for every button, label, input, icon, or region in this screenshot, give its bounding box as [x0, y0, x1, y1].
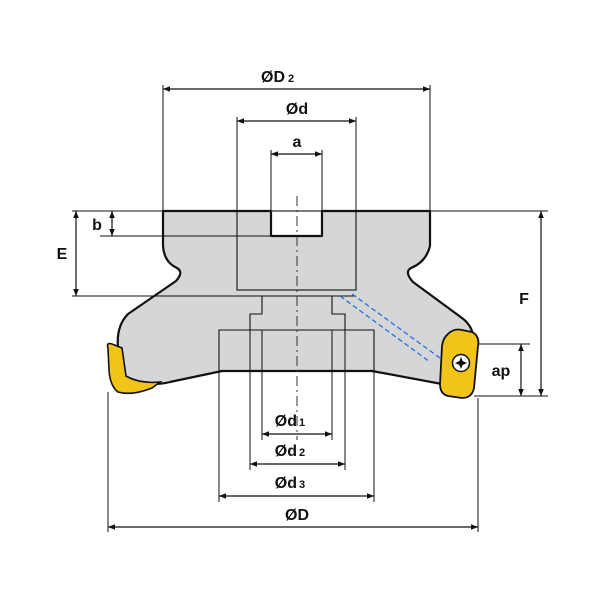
label-D2-sub: 2 — [288, 73, 294, 85]
coolant-hole-hidden-2 — [351, 293, 441, 359]
cutter-body — [116, 209, 475, 386]
dim-d3: Ød 3 — [219, 475, 374, 499]
dim-b: b — [92, 211, 115, 236]
left-insert — [106, 342, 163, 395]
dim-d2: Ød 2 — [250, 443, 345, 467]
label-d: Ød — [286, 101, 308, 118]
label-ap: ap — [492, 363, 511, 380]
label-d1-sub: 1 — [299, 417, 305, 429]
left-insert-body — [106, 342, 163, 395]
dim-d: Ød — [237, 101, 356, 124]
coolant-hole-hidden — [339, 295, 431, 363]
dim-D: ØD — [108, 507, 478, 530]
label-F: F — [519, 291, 529, 308]
label-a: a — [293, 134, 302, 151]
label-d3-sub: 3 — [299, 479, 305, 491]
label-d2-sub: 2 — [299, 447, 305, 459]
label-d2-main: Ød — [275, 443, 297, 460]
label-D: ØD — [285, 507, 309, 524]
dim-E: E — [57, 211, 79, 296]
torx-screw-icon — [451, 353, 471, 373]
label-d3-main: Ød — [275, 475, 297, 492]
label-D2-main: ØD — [261, 69, 285, 86]
label-d1-main: Ød — [275, 413, 297, 430]
dim-D2: ØD 2 — [163, 69, 430, 92]
dim-a: a — [271, 134, 322, 157]
dim-d1: Ød 1 — [262, 413, 332, 437]
right-insert — [439, 328, 480, 399]
dim-F: F — [519, 211, 544, 396]
dim-ap: ap — [492, 344, 524, 396]
label-b: b — [92, 217, 102, 234]
cutter-body-outline — [116, 209, 475, 386]
label-E: E — [57, 246, 68, 263]
